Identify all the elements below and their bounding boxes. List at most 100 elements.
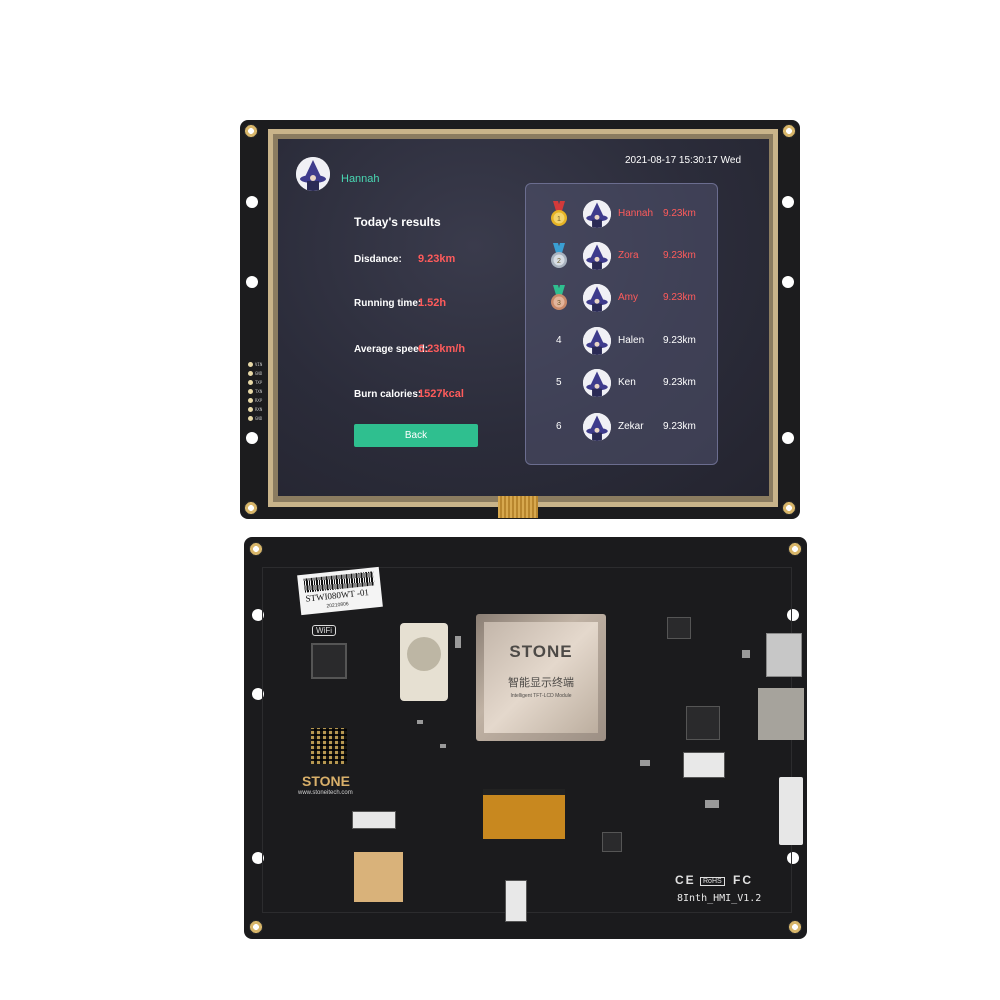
- touch-fpc-cable: [498, 496, 538, 518]
- smd-part: [417, 720, 423, 724]
- avatar-wizard-icon: [583, 413, 611, 441]
- smd-part: [640, 760, 650, 766]
- stat-label-average-speed: Average speed:: [354, 344, 429, 355]
- ranking-row[interactable]: 6 Zekar 9.23km: [526, 410, 717, 444]
- mount-hole: [244, 501, 258, 515]
- usb-port: [766, 633, 802, 677]
- medal-rank: 2: [557, 258, 561, 265]
- rank-name: Hannah: [618, 208, 654, 219]
- side-hole: [252, 609, 264, 621]
- rank-distance: 9.23km: [663, 208, 696, 219]
- wifi-label: WiFi: [312, 625, 336, 636]
- board-version: 8Inth_HMI_V1.2: [677, 893, 762, 904]
- qr-code-icon: [311, 728, 347, 764]
- connector: [683, 752, 725, 778]
- rank-avatar: [583, 369, 611, 397]
- stat-label-burn-calories: Burn calories:: [354, 389, 422, 400]
- rank-number: 4: [556, 335, 562, 346]
- side-hole: [782, 276, 794, 288]
- brand-url: www.stoneitech.com: [298, 790, 353, 796]
- rank-name: Amy: [618, 292, 638, 303]
- pin-header: VIN GND TXP TXN RXP RXN GND: [248, 360, 274, 423]
- rank-distance: 9.23km: [663, 292, 696, 303]
- back-button[interactable]: Back: [354, 424, 478, 447]
- medal-rank: 1: [557, 216, 561, 223]
- user-avatar[interactable]: [296, 157, 330, 191]
- ic-chip: [686, 706, 720, 740]
- side-hole: [246, 276, 258, 288]
- mount-hole: [788, 920, 802, 934]
- smd-part: [455, 636, 461, 648]
- pin-label: VIN: [255, 362, 263, 367]
- avatar-wizard-icon: [296, 157, 330, 191]
- chip-chinese-label: 智能显示终端: [508, 676, 574, 689]
- avatar-wizard-icon: [583, 242, 611, 270]
- results-title: Today's results: [354, 215, 441, 229]
- pin-label: GND: [255, 416, 263, 421]
- sticker-date: 20210806: [326, 601, 349, 610]
- pin-label: GND: [255, 371, 263, 376]
- smd-part: [440, 744, 446, 748]
- barcode-sticker: STWI080WT -01 20210806: [297, 566, 383, 616]
- main-processor-chip: STONE 智能显示终端 Intelligent TFT-LCD Module: [476, 614, 606, 741]
- stat-value-running-time: 1.52h: [418, 297, 447, 309]
- pin-connector: [779, 777, 803, 845]
- ranking-row[interactable]: 5 Ken 9.23km: [526, 366, 717, 400]
- side-hole: [252, 852, 264, 864]
- coin-battery-holder: [400, 623, 448, 701]
- mount-hole: [249, 920, 263, 934]
- pin-label: TXP: [255, 380, 263, 385]
- side-hole: [782, 432, 794, 444]
- datetime: 2021-08-17 15:30:17 Wed: [624, 155, 741, 166]
- ranking-row[interactable]: 3 Amy 9.23km: [526, 281, 717, 315]
- avatar-wizard-icon: [583, 200, 611, 228]
- pcb-outline: [262, 567, 792, 913]
- rank-avatar: [583, 242, 611, 270]
- rank-name: Zekar: [618, 421, 644, 432]
- stat-value-burn-calories: 1527kcal: [418, 388, 464, 400]
- side-hole: [787, 609, 799, 621]
- rank-distance: 9.23km: [663, 377, 696, 388]
- medal-rank: 3: [557, 300, 561, 307]
- lcd-fpc-connector: [483, 789, 565, 839]
- mount-hole: [782, 124, 796, 138]
- rank-number: 5: [556, 377, 562, 388]
- medal-icon: 1: [551, 201, 567, 226]
- rank-avatar: [583, 327, 611, 355]
- connector: [505, 880, 527, 922]
- side-hole: [246, 196, 258, 208]
- chip-brand: STONE: [509, 642, 573, 661]
- side-hole: [252, 688, 264, 700]
- chip-subtitle: Intelligent TFT-LCD Module: [510, 693, 572, 699]
- stat-label-running-time: Running time:: [354, 298, 422, 309]
- mount-hole: [788, 542, 802, 556]
- stat-value-distance: 9.23km: [418, 253, 456, 265]
- stat-value-average-speed: 6.23km/h: [418, 343, 466, 355]
- medal-icon: 2: [551, 243, 567, 268]
- rank-name: Halen: [618, 335, 645, 346]
- rank-avatar: [583, 413, 611, 441]
- pin-label: RXP: [255, 398, 263, 403]
- smd-part: [742, 650, 750, 658]
- sd-card-slot: [758, 688, 804, 740]
- pin-label: TXN: [255, 389, 263, 394]
- avatar-wizard-icon: [583, 327, 611, 355]
- rank-name: Zora: [618, 250, 639, 261]
- rank-distance: 9.23km: [663, 421, 696, 432]
- ranking-row[interactable]: 4 Halen 9.23km: [526, 324, 717, 358]
- mount-hole: [249, 542, 263, 556]
- side-hole: [787, 852, 799, 864]
- connector: [352, 811, 396, 829]
- mount-hole: [244, 124, 258, 138]
- ic-chip: [602, 832, 622, 852]
- fcc-mark: FC: [733, 873, 753, 887]
- lcd-screen: Hannah 2021-08-17 15:30:17 Wed Today's r…: [278, 139, 769, 496]
- user-name: Hannah: [341, 173, 380, 185]
- rank-number: 6: [556, 421, 562, 432]
- rank-distance: 9.23km: [663, 335, 696, 346]
- ranking-row[interactable]: 1 Hannah 9.23km: [526, 197, 717, 231]
- stat-label-distance: Disdance:: [354, 254, 402, 265]
- rank-name: Ken: [618, 377, 636, 388]
- inductor: [667, 617, 691, 639]
